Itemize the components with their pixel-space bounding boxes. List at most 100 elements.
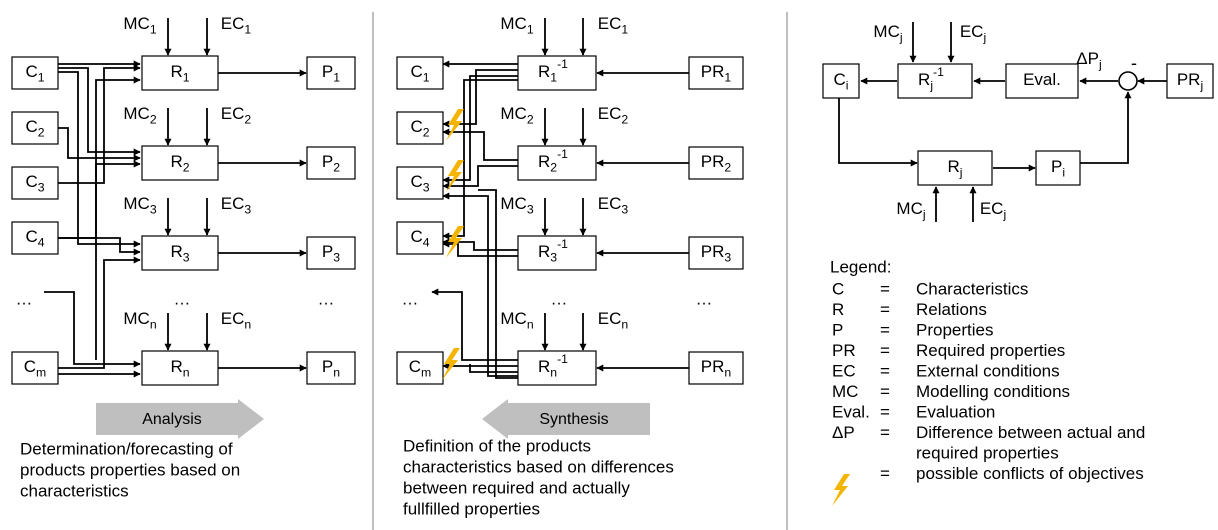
- characteristic-box: [396, 56, 444, 90]
- ec-label: EC2: [598, 104, 629, 126]
- r-to-c-arrow: [442, 192, 518, 377]
- mc-label: MC1: [500, 14, 533, 36]
- rj-inverse-box: [897, 63, 973, 99]
- eval-box: [1005, 63, 1079, 99]
- legend-description: Required properties: [916, 341, 1065, 360]
- relation-box: [141, 145, 219, 181]
- r-to-cm-arrow: [469, 364, 518, 373]
- ec-label: EC3: [598, 194, 629, 216]
- conflict-lightning: [446, 226, 464, 258]
- c3-link: [58, 64, 141, 184]
- characteristic-label: C1: [25, 62, 44, 84]
- legend-equals: =: [880, 402, 890, 421]
- property-label: Pn: [322, 357, 340, 379]
- conflict-lightning: [446, 160, 464, 192]
- synthesis-caption-line: Definition of the products: [403, 436, 591, 455]
- required-property-label: PRn: [701, 357, 732, 379]
- synthesis-arrow: [482, 399, 650, 439]
- ci-to-rj-arrow: [838, 98, 918, 167]
- ec-label: ECj: [960, 22, 986, 44]
- pi-to-comparator-arrow: [1080, 91, 1132, 164]
- required-property-label: PR2: [701, 152, 732, 174]
- r-to-c-arrow: [442, 128, 518, 161]
- inverse-relation-box: [517, 55, 597, 91]
- pi-box: [1035, 150, 1081, 186]
- legend-description: required properties: [916, 443, 1059, 462]
- synthesis-caption-line: characteristics based on differences: [403, 457, 674, 476]
- conflict-lightning: [446, 109, 464, 141]
- ec-label: EC1: [598, 14, 629, 36]
- required-property-label: PR1: [701, 62, 732, 84]
- legend-equals: =: [880, 382, 890, 401]
- ellipsis: …: [696, 289, 713, 308]
- synthesis-arrow-label: Synthesis: [539, 411, 608, 428]
- inverse-relation-label: Rn-1: [538, 352, 568, 379]
- eval-label: Eval.: [1023, 70, 1061, 89]
- legend-key: C: [832, 279, 844, 298]
- relation-label: R3: [170, 242, 189, 264]
- legend-equals: =: [880, 320, 890, 339]
- characteristic-label: C1: [410, 62, 429, 84]
- legend-key: P: [832, 320, 843, 339]
- legend-key: PR: [832, 341, 856, 360]
- property-label: P1: [322, 62, 340, 84]
- inverse-relation-label: R1-1: [538, 57, 568, 84]
- legend-equals: =: [880, 361, 890, 380]
- analysis-arrow-label: Analysis: [142, 411, 202, 428]
- ec-label: ECn: [598, 309, 629, 331]
- characteristic-label: C4: [410, 227, 429, 249]
- mc-label: MCj: [873, 22, 902, 44]
- characteristic-label: Cm: [409, 357, 431, 379]
- prj-label: PRj: [1177, 70, 1203, 92]
- cm-link: [58, 256, 141, 369]
- ec-label: EC1: [221, 14, 252, 36]
- ci-label: Ci: [834, 70, 849, 92]
- property-box: [306, 351, 356, 385]
- r-to-c-arrow: [478, 189, 518, 379]
- required-property-label: PR3: [701, 242, 732, 264]
- property-box: [306, 56, 356, 90]
- legend-equals: =: [880, 423, 890, 442]
- legend-key: Eval.: [832, 402, 870, 421]
- ellipsis: …: [551, 289, 568, 308]
- prj-box: [1166, 63, 1214, 99]
- rj-box: [917, 150, 993, 186]
- legend-lightning-icon: [832, 474, 850, 506]
- conflict-lightning: [442, 348, 460, 380]
- analysis-caption-line: products properties based on: [20, 460, 240, 479]
- ec-label: ECj: [980, 199, 1006, 221]
- inverse-relation-label: R3-1: [538, 237, 568, 264]
- legend-equals: =: [880, 300, 890, 319]
- comparator-circle: [1118, 71, 1138, 91]
- c2-link: [58, 127, 141, 162]
- r-to-c-arrow: [442, 165, 518, 190]
- r-to-cdots-arrow: [431, 288, 518, 361]
- mc-label: MCj: [896, 199, 925, 221]
- legend-description: Evaluation: [916, 402, 995, 421]
- ellipsis: …: [402, 289, 419, 308]
- cm-link: [95, 76, 141, 360]
- ec-label: EC2: [221, 104, 252, 126]
- legend-key: R: [832, 300, 844, 319]
- legend-description: Properties: [916, 320, 993, 339]
- ellipsis: …: [174, 289, 191, 308]
- characteristic-label: C4: [25, 227, 44, 249]
- inverse-relation-box: [517, 145, 597, 181]
- ellipsis: …: [318, 289, 335, 308]
- analysis-caption-line: Determination/forecasting of: [20, 439, 233, 458]
- rj-label: Rj: [948, 157, 963, 179]
- r-to-c-arrow: [442, 75, 518, 184]
- ec-label: ECn: [221, 309, 252, 331]
- property-label: P3: [322, 242, 340, 264]
- synthesis-caption-line: between required and actually: [403, 478, 630, 497]
- mc-label: MC2: [500, 104, 533, 126]
- legend-description: External conditions: [916, 361, 1060, 380]
- legend-equals: =: [880, 279, 890, 298]
- mc-label: MC3: [500, 194, 533, 216]
- mc-label: MCn: [500, 309, 533, 331]
- minus-sign: -: [1131, 53, 1137, 73]
- legend-key: ΔP: [832, 423, 855, 442]
- mc-label: MC2: [123, 104, 156, 126]
- legend-description: Difference between actual and: [916, 423, 1145, 442]
